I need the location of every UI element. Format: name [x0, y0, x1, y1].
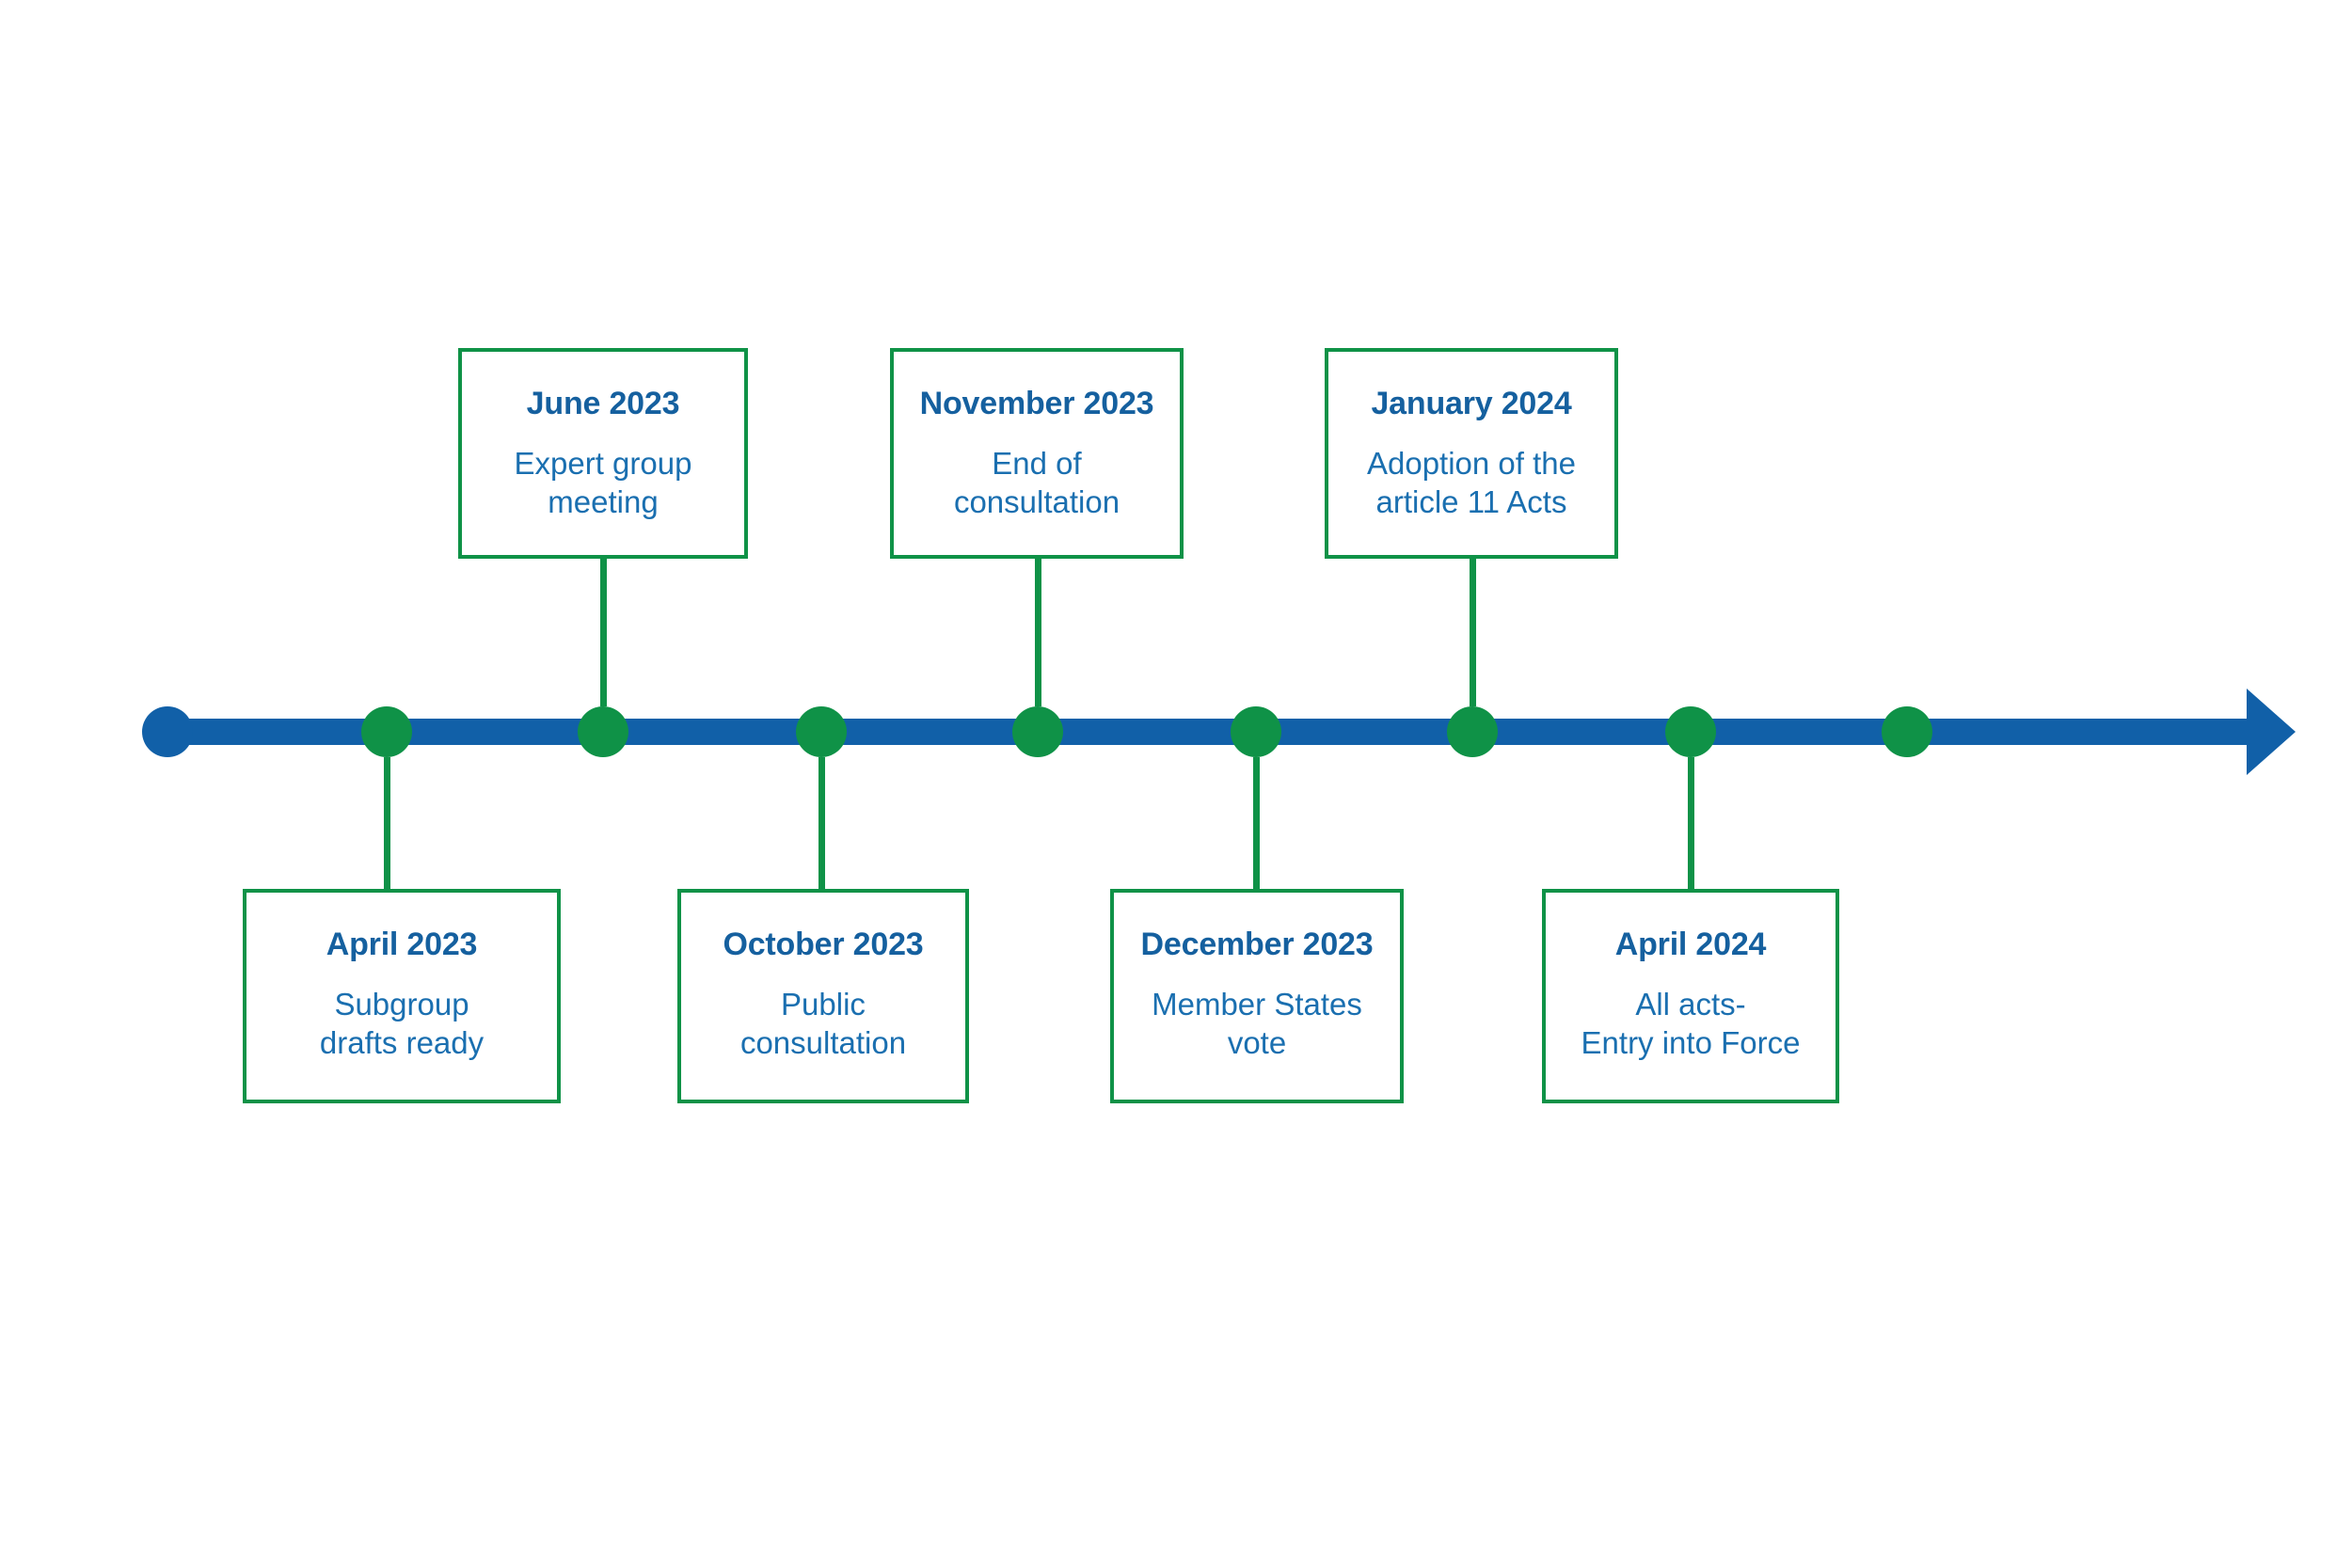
timeline-node-dot [361, 706, 412, 757]
timeline-event-description: Adoption of the article 11 Acts [1366, 446, 1576, 520]
timeline-node-dot [1447, 706, 1498, 757]
timeline-connector-stem [600, 559, 607, 706]
timeline-event-description: Public consultation [739, 987, 907, 1061]
timeline-event-description: Subgroup drafts ready [319, 987, 485, 1061]
timeline-event-date: April 2023 [326, 927, 478, 962]
timeline-arrow-icon [2247, 689, 2296, 775]
timeline-axis-line [155, 719, 2253, 745]
timeline-connector-stem [1688, 757, 1694, 889]
timeline-event-description: All acts- Entry into Force [1581, 987, 1801, 1061]
timeline-event-description: Expert group meeting [514, 446, 692, 520]
timeline-node-dot [796, 706, 847, 757]
timeline-connector-stem [1035, 559, 1041, 706]
timeline-event-description: End of consultation [953, 446, 1120, 520]
timeline-event-description: Member States vote [1152, 987, 1362, 1061]
timeline-event-date: June 2023 [526, 386, 680, 421]
timeline-node-dot [1665, 706, 1716, 757]
timeline-event-date: November 2023 [919, 386, 1154, 421]
timeline-start-dot [142, 706, 193, 757]
timeline-event-date: April 2024 [1614, 927, 1767, 962]
timeline-node-dot [578, 706, 628, 757]
timeline-connector-stem [1470, 559, 1476, 706]
timeline-node-dot [1231, 706, 1281, 757]
timeline-event-date: October 2023 [723, 927, 924, 962]
timeline-event-date: January 2024 [1371, 386, 1572, 421]
timeline-node-dot [1012, 706, 1063, 757]
timeline-connector-stem [384, 757, 390, 889]
timeline-event-date: December 2023 [1140, 927, 1374, 962]
timeline-connector-stem [818, 757, 825, 889]
timeline-connector-stem [1253, 757, 1260, 889]
timeline-node-dot [1882, 706, 1932, 757]
